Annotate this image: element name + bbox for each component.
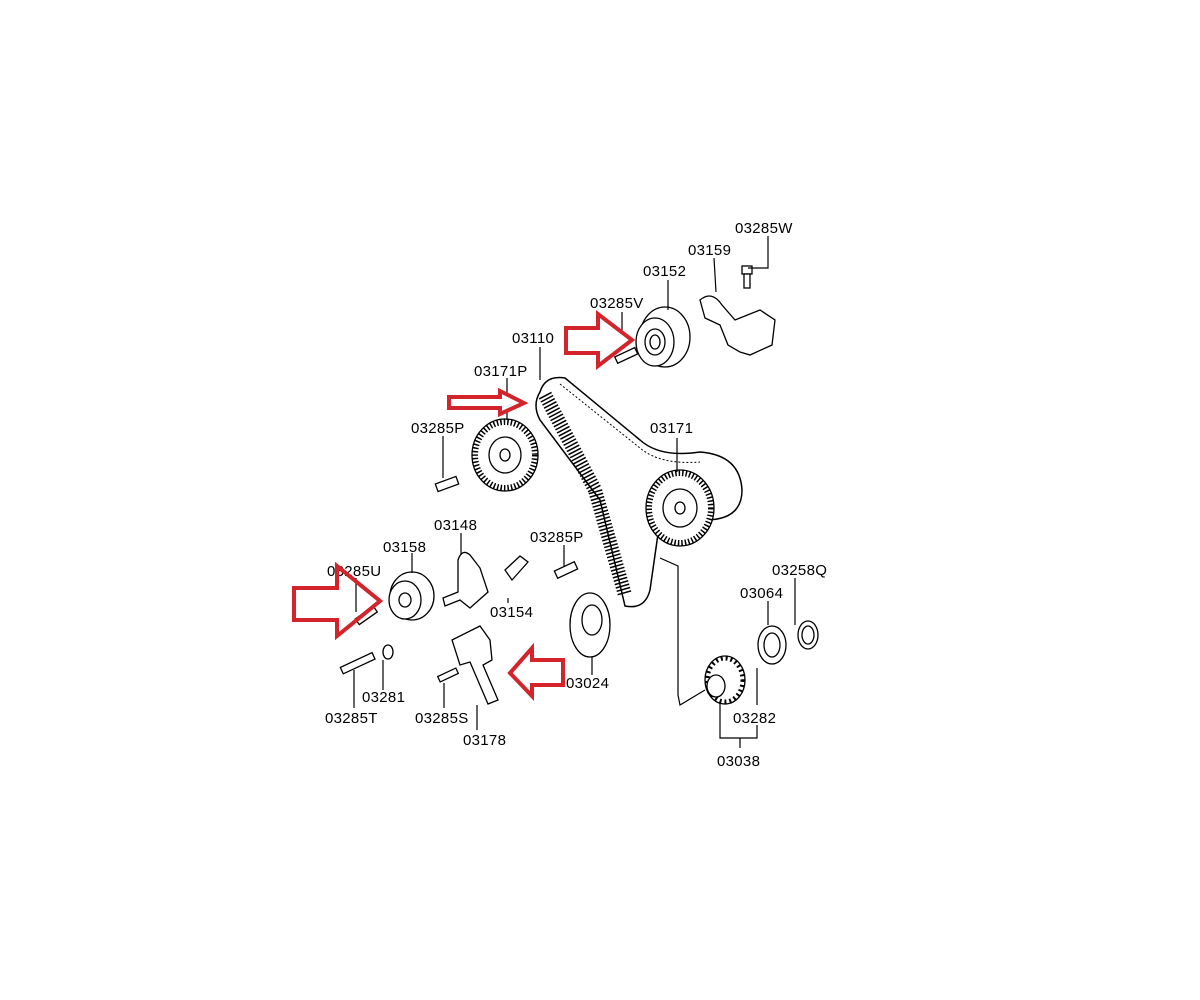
leader-lines <box>353 236 796 748</box>
label-03159: 03159 <box>688 242 731 259</box>
label-03148: 03148 <box>434 517 477 534</box>
tensioner-arm-03148 <box>442 551 489 609</box>
label-03285V: 03285V <box>590 295 644 312</box>
pin-03154 <box>504 555 529 582</box>
part-labels: 03285W 03159 03152 03285V 03110 03171P 0… <box>325 220 827 770</box>
label-03064: 03064 <box>740 585 783 602</box>
arrow-right-icon <box>292 561 384 641</box>
timing-belt-03110 <box>535 376 743 608</box>
bracket-03159 <box>699 295 776 356</box>
seal-03258Q <box>797 620 819 650</box>
label-03171P: 03171P <box>474 363 528 380</box>
label-03285P: 03285P <box>530 529 584 546</box>
label-03282: 03282 <box>733 710 776 727</box>
label-03285T: 03285T <box>325 710 378 727</box>
washer-03281 <box>382 644 394 660</box>
label-03285S: 03285S <box>415 710 469 727</box>
arrow-right-icon <box>564 309 636 371</box>
label-03152: 03152 <box>643 263 686 280</box>
camshaft-sprocket-03171 <box>645 469 715 547</box>
tensioner-pulley-03158 <box>388 571 435 621</box>
plate-03064 <box>757 625 787 665</box>
bolts <box>339 265 753 683</box>
label-03110: 03110 <box>512 330 554 347</box>
label-03024: 03024 <box>566 675 609 692</box>
label-03158: 03158 <box>383 539 426 556</box>
crankshaft-sprocket-03038 <box>704 655 746 705</box>
flange-03024 <box>569 592 611 658</box>
arrow-right-icon <box>447 387 529 418</box>
label-03285P-upper: 03285P <box>411 420 465 437</box>
tensioner-03178 <box>451 625 499 705</box>
idler-pulley-03152 <box>635 306 691 368</box>
label-03281: 03281 <box>362 689 405 706</box>
label-03285W: 03285W <box>735 220 793 237</box>
camshaft-sprocket-03171P <box>471 418 539 492</box>
label-03178: 03178 <box>463 732 506 749</box>
label-03171: 03171 <box>650 420 693 437</box>
arrow-left-icon <box>507 642 565 701</box>
highlight-arrows <box>292 309 636 701</box>
label-03258Q: 03258Q <box>772 562 827 579</box>
label-03154: 03154 <box>490 604 533 621</box>
label-03038: 03038 <box>717 753 760 770</box>
